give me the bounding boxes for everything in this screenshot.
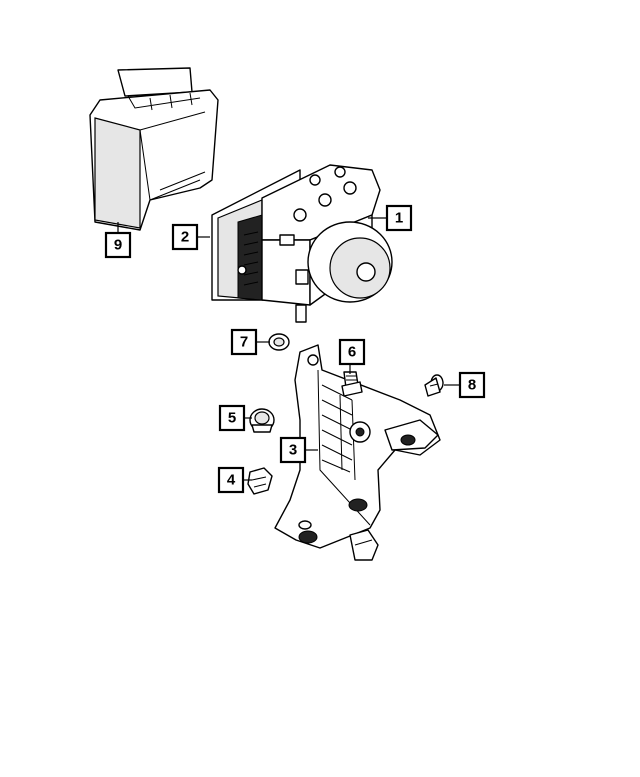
callout-3-label: 3 [289, 442, 297, 459]
callout-4-label: 4 [227, 472, 236, 489]
abs-module-part-1 [211, 164, 393, 323]
callout-5-label: 5 [228, 410, 236, 427]
fastener-part-8 [424, 374, 444, 397]
callout-2-label: 2 [181, 229, 189, 246]
callout-7: 7 [230, 328, 258, 356]
callout-8-label: 8 [468, 377, 476, 394]
clip-part-4 [247, 467, 273, 495]
callout-1-label: 1 [395, 210, 403, 227]
callout-8: 8 [458, 371, 486, 399]
callout-9: 9 [104, 231, 132, 259]
heat-shield-part-9 [89, 67, 219, 231]
callout-6-label: 6 [348, 344, 356, 361]
isolator-part-7 [268, 333, 290, 351]
bolt-part-6 [341, 371, 363, 397]
callout-6: 6 [338, 338, 366, 366]
callout-5: 5 [218, 404, 246, 432]
grommet-part-5 [249, 408, 275, 433]
callout-9-label: 9 [114, 237, 122, 254]
callout-7-label: 7 [240, 334, 248, 351]
bracket-part-3 [274, 344, 441, 561]
callout-1: 1 [385, 204, 413, 232]
callout-4: 4 [217, 466, 245, 494]
callout-3: 3 [279, 436, 307, 464]
callout-2: 2 [171, 223, 199, 251]
